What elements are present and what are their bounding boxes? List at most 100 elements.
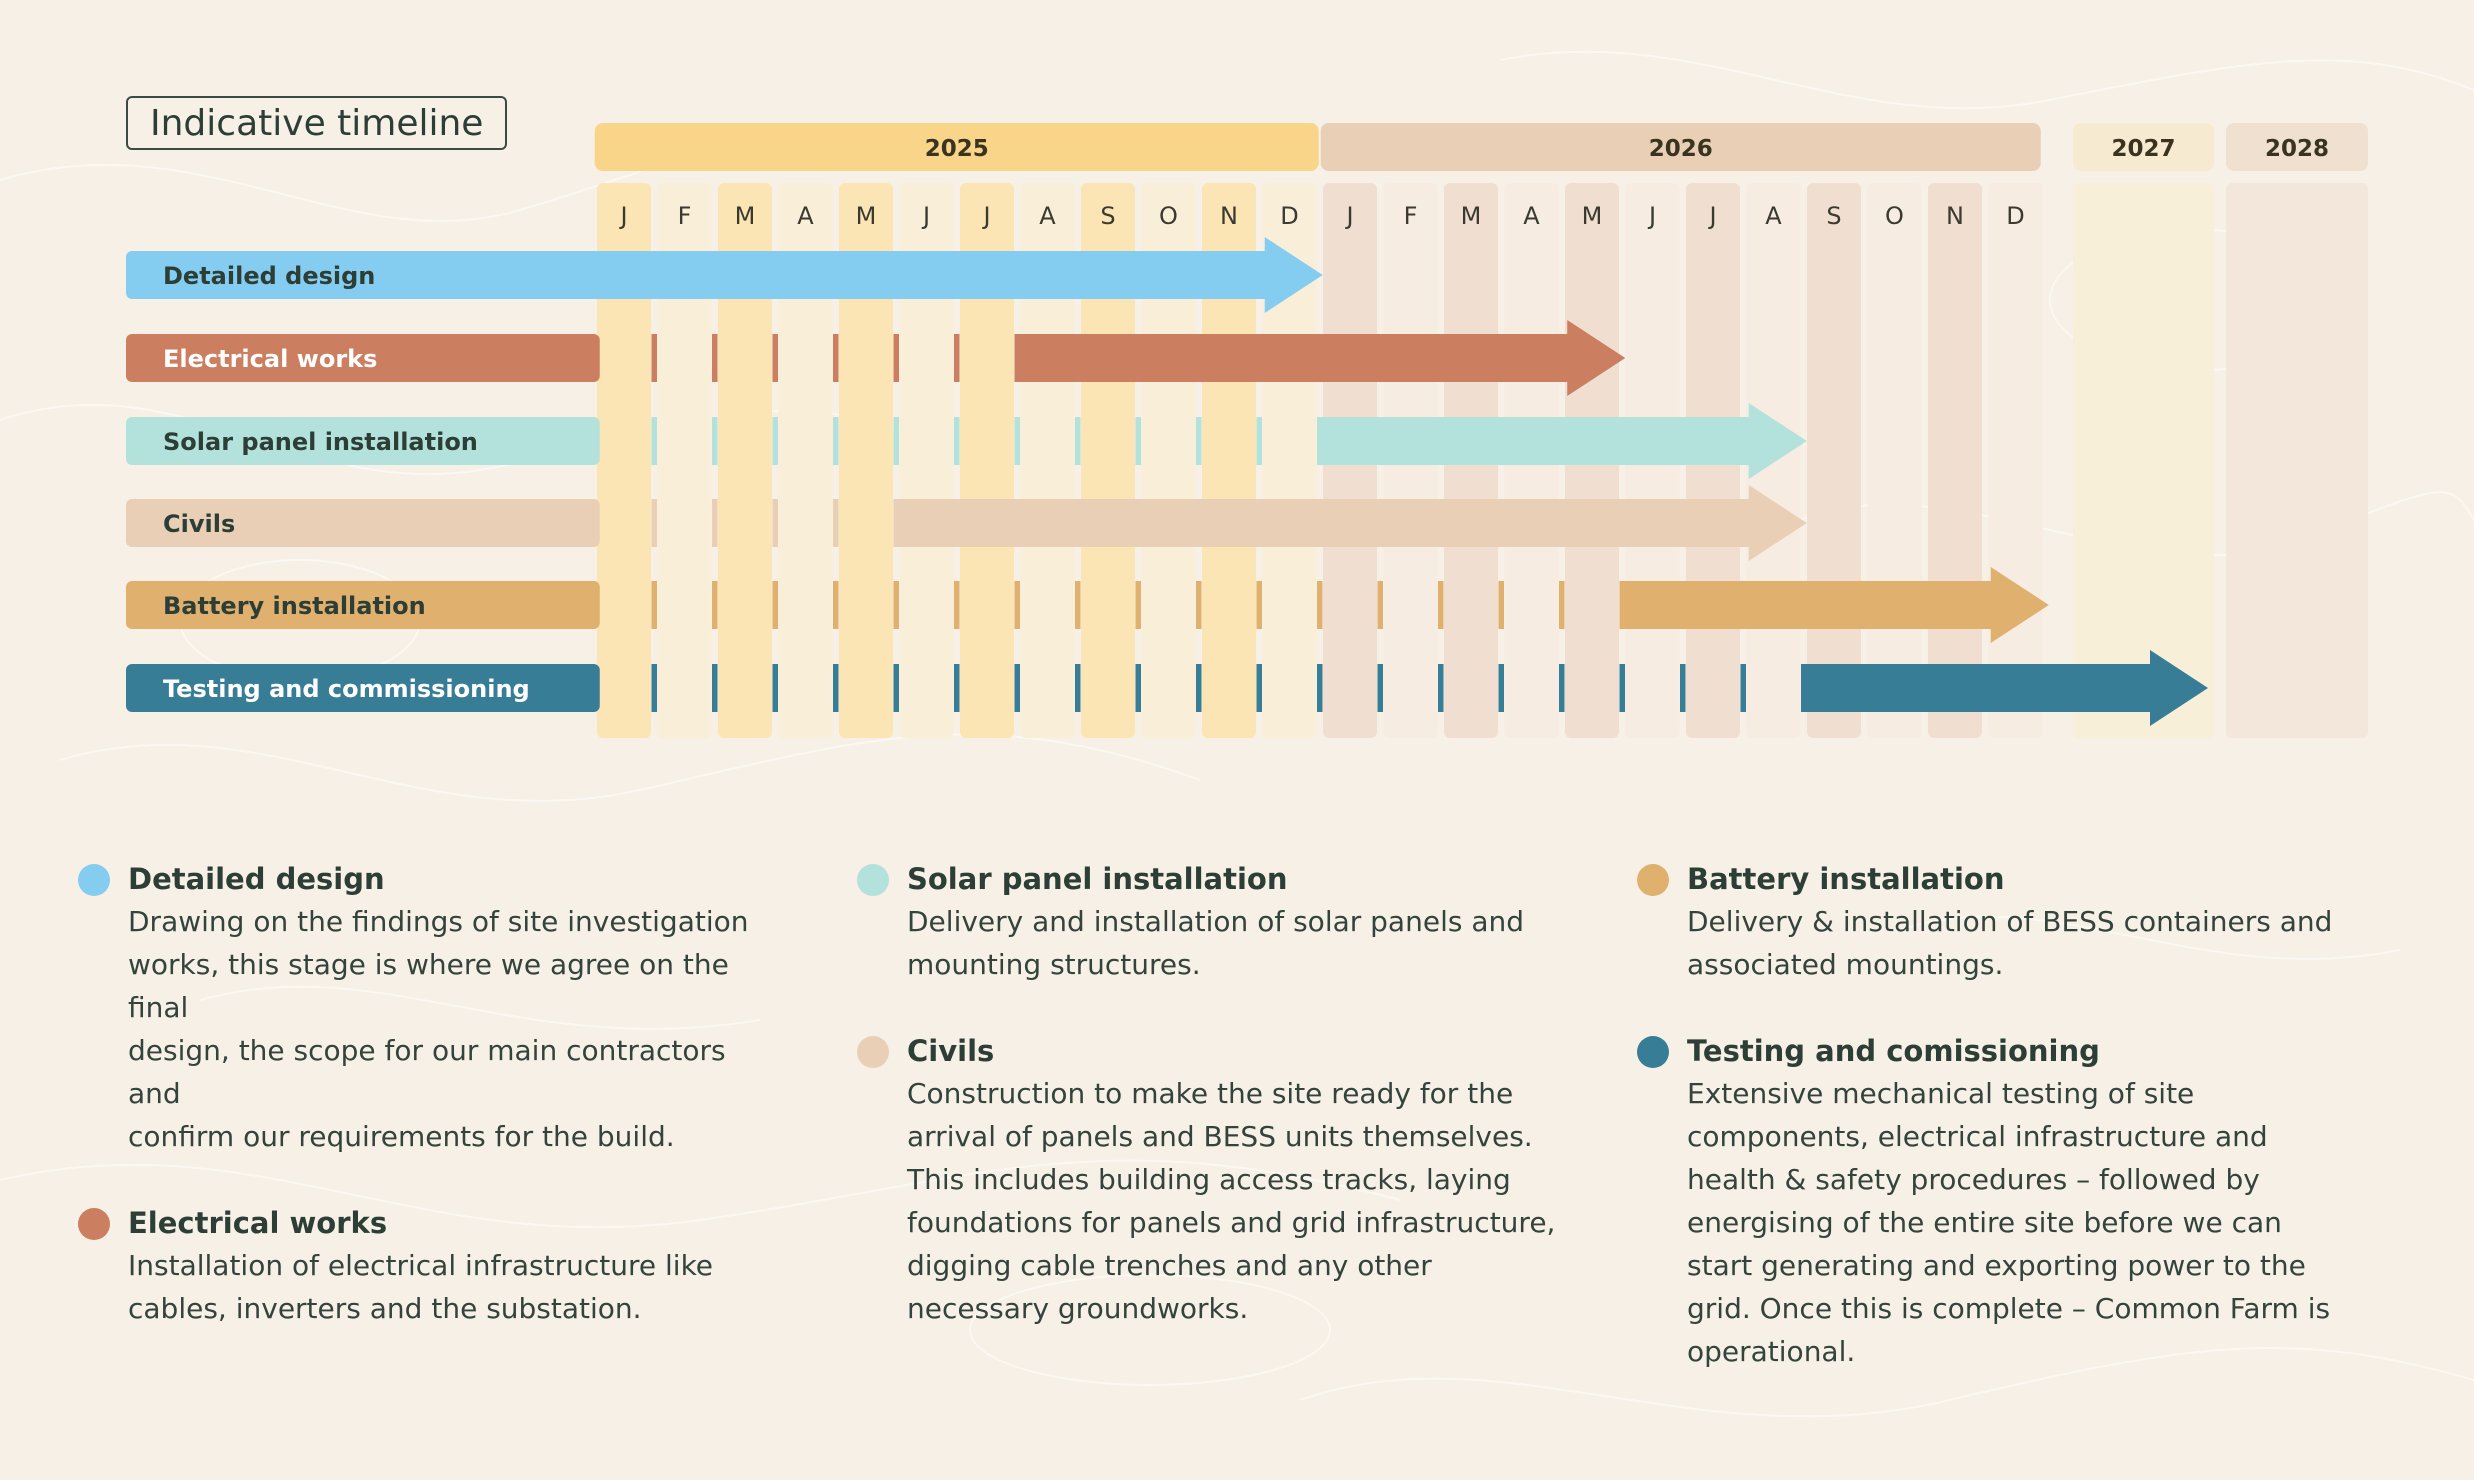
task-arrow bbox=[1319, 403, 1807, 479]
task-bar-tick bbox=[954, 664, 960, 712]
legend-description-line: works, this stage is where we agree on t… bbox=[128, 948, 729, 1024]
legend-title: Battery installation bbox=[1687, 862, 2005, 896]
legend-description-line: operational. bbox=[1687, 1335, 1856, 1368]
task-bar-label-area bbox=[126, 251, 600, 299]
chart-title: Indicative timeline bbox=[126, 96, 508, 150]
legend-description-line: Delivery & installation of BESS containe… bbox=[1687, 905, 2333, 938]
month-column bbox=[839, 183, 893, 738]
legend-description-line: digging cable trenches and any other bbox=[907, 1249, 1432, 1282]
task-label: Solar panel installation bbox=[163, 428, 478, 456]
legend-title: Civils bbox=[907, 1034, 995, 1068]
month-column bbox=[899, 183, 954, 738]
task-label: Detailed design bbox=[163, 262, 375, 290]
task-bar-tick bbox=[954, 334, 960, 382]
task-bar-tick bbox=[1559, 664, 1565, 712]
legend-description-line: start generating and exporting power to … bbox=[1687, 1249, 2306, 1282]
legend-description-line: design, the scope for our main contracto… bbox=[128, 1034, 726, 1110]
month-label: F bbox=[678, 202, 692, 230]
legend-description-line: cables, inverters and the substation. bbox=[128, 1292, 642, 1325]
task-bar-tick bbox=[1196, 417, 1202, 465]
task-bar-tick bbox=[1135, 581, 1141, 629]
legend-description-line: confirm our requirements for the build. bbox=[128, 1120, 675, 1153]
task-bar-tick bbox=[1438, 581, 1444, 629]
legend-description-line: necessary groundworks. bbox=[907, 1292, 1249, 1325]
task-bar-tick bbox=[1256, 417, 1262, 465]
task-bar-tick bbox=[712, 334, 718, 382]
month-label: M bbox=[856, 202, 877, 230]
year-column-2028 bbox=[2226, 183, 2368, 738]
legend-description-line: associated mountings. bbox=[1687, 948, 2004, 981]
task-bar-tick bbox=[1438, 664, 1444, 712]
month-label: D bbox=[2006, 202, 2024, 230]
legend-title: Solar panel installation bbox=[907, 862, 1288, 896]
month-label: D bbox=[1280, 202, 1298, 230]
task-bar-tick bbox=[1377, 581, 1383, 629]
task-label: Battery installation bbox=[163, 592, 426, 620]
month-label: O bbox=[1885, 202, 1904, 230]
legend-description-line: grid. Once this is complete – Common Far… bbox=[1687, 1292, 2331, 1325]
year-label: 2028 bbox=[2265, 136, 2329, 162]
year-column-2027 bbox=[2073, 183, 2214, 738]
task-bar-tick bbox=[772, 334, 778, 382]
task-bar-tick bbox=[833, 581, 839, 629]
task-bar-tick bbox=[1135, 417, 1141, 465]
legend-description-line: components, electrical infrastructure an… bbox=[1687, 1120, 2268, 1153]
task-bar-tick bbox=[1317, 581, 1323, 629]
legend-dot bbox=[857, 1036, 889, 1068]
task-bar-tick bbox=[1498, 581, 1504, 629]
task-bar-tick bbox=[712, 581, 718, 629]
task-bar-tick bbox=[1317, 664, 1323, 712]
month-column bbox=[1020, 183, 1075, 738]
legend-description-line: health & safety procedures – followed by bbox=[1687, 1163, 2260, 1196]
task-bar-tick bbox=[1680, 664, 1686, 712]
task-bar-label-area bbox=[126, 417, 600, 465]
month-label: S bbox=[1100, 202, 1115, 230]
task-bar-label-area bbox=[126, 664, 600, 712]
task-bar-tick bbox=[651, 417, 657, 465]
task-bar-tick bbox=[893, 581, 899, 629]
task-label: Civils bbox=[163, 510, 235, 538]
year-header-bar bbox=[2073, 123, 2214, 171]
task-bar-tick bbox=[712, 664, 718, 712]
task-label: Electrical works bbox=[163, 345, 377, 373]
task-bar-label-area bbox=[126, 581, 600, 629]
task-bar-tick bbox=[954, 417, 960, 465]
year-label: 2027 bbox=[2111, 136, 2175, 162]
task-bar-tick bbox=[772, 499, 778, 547]
task-arrow bbox=[896, 485, 1807, 561]
legend-dot bbox=[78, 864, 110, 896]
task-bar-tick bbox=[833, 499, 839, 547]
legend-dot bbox=[1637, 864, 1669, 896]
month-label: A bbox=[1039, 202, 1056, 230]
month-column bbox=[1807, 183, 1861, 738]
task-bar-tick bbox=[1740, 664, 1746, 712]
task-bar-tick bbox=[651, 664, 657, 712]
month-column bbox=[1262, 183, 1317, 738]
year-header-bar bbox=[2226, 123, 2368, 171]
month-column bbox=[597, 183, 651, 738]
task-bar-tick bbox=[772, 664, 778, 712]
task-bar-tick bbox=[1196, 581, 1202, 629]
legend-description-line: Delivery and installation of solar panel… bbox=[907, 905, 1525, 938]
task-bar-tick bbox=[1075, 581, 1081, 629]
month-column bbox=[1141, 183, 1196, 738]
task-arrow bbox=[593, 237, 1323, 313]
task-bar-tick bbox=[1135, 664, 1141, 712]
legend-description-line: Extensive mechanical testing of site bbox=[1687, 1077, 2195, 1110]
month-label: M bbox=[1582, 202, 1603, 230]
task-bar-tick bbox=[1014, 664, 1020, 712]
task-bar-tick bbox=[893, 417, 899, 465]
task-bar-label-area bbox=[126, 499, 600, 547]
task-bar-tick bbox=[651, 334, 657, 382]
legend-description-line: mounting structures. bbox=[907, 948, 1201, 981]
month-label: J bbox=[981, 202, 990, 230]
task-bar-label-area bbox=[126, 334, 600, 382]
year-label: 2025 bbox=[925, 136, 989, 162]
month-column bbox=[657, 183, 712, 738]
month-label: N bbox=[1946, 202, 1964, 230]
task-arrow bbox=[1803, 650, 2208, 726]
